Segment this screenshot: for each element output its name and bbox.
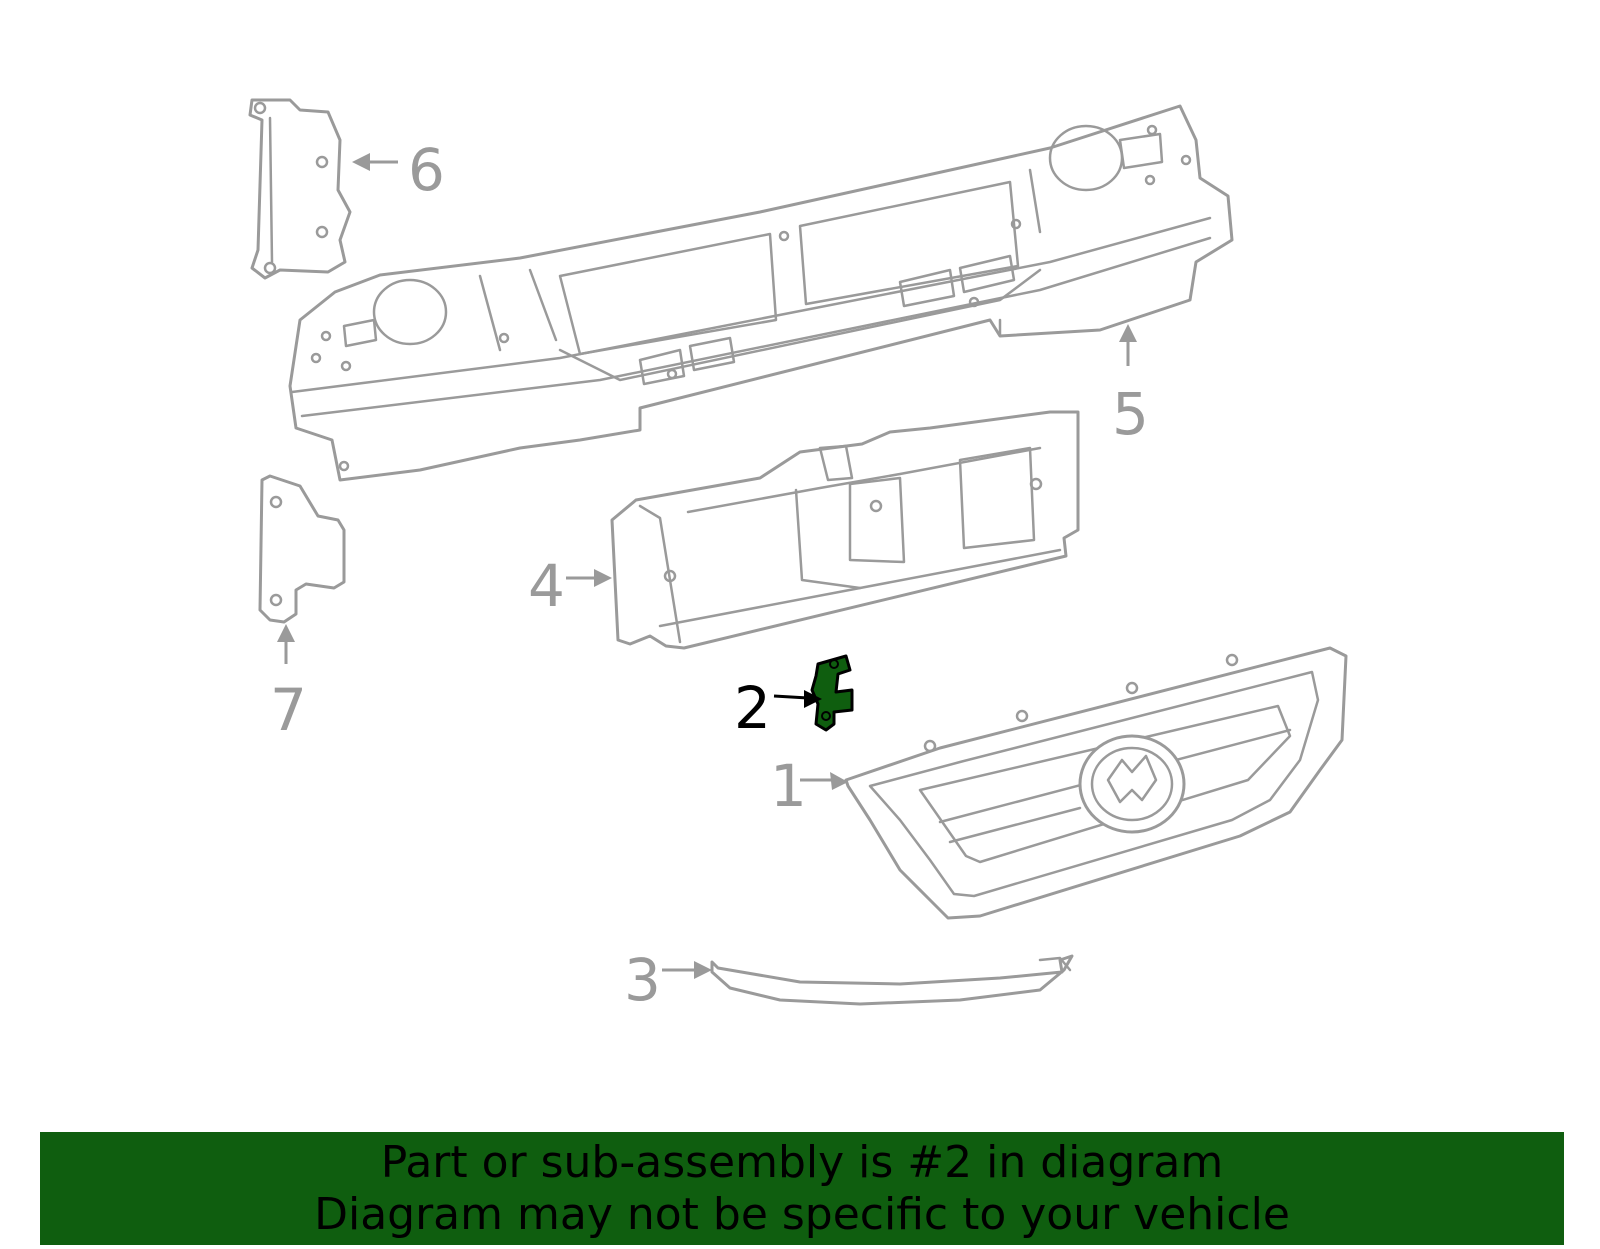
callout-2: 2 <box>734 674 822 742</box>
callout-6-number: 6 <box>408 136 445 204</box>
callout-1: 1 <box>770 752 848 820</box>
callout-6: 6 <box>352 136 445 204</box>
banner-line-1: Part or sub-assembly is #2 in diagram <box>380 1136 1224 1188</box>
callout-5: 5 <box>1112 324 1149 448</box>
banner-line-2: Diagram may not be specific to your vehi… <box>314 1188 1290 1240</box>
callout-7-number: 7 <box>270 676 307 744</box>
part-7-bracket[interactable] <box>258 474 346 624</box>
part-4-grille-support[interactable] <box>610 410 1080 650</box>
callout-7: 7 <box>270 624 307 744</box>
part-2-clip[interactable] <box>810 654 854 732</box>
callout-2-number: 2 <box>734 674 771 742</box>
callout-5-number: 5 <box>1112 380 1149 448</box>
info-banner: Part or sub-assembly is #2 in diagram Di… <box>40 1132 1564 1245</box>
part-6-bracket[interactable] <box>248 98 352 280</box>
callout-3: 3 <box>624 946 712 1014</box>
part-5-reinforcement[interactable] <box>288 104 1234 482</box>
callout-4-number: 4 <box>528 552 565 620</box>
callout-4: 4 <box>528 552 612 620</box>
callout-3-number: 3 <box>624 946 661 1014</box>
callout-1-number: 1 <box>770 752 807 820</box>
part-3-molding[interactable] <box>710 954 1074 1006</box>
part-1-grille[interactable] <box>844 646 1348 920</box>
